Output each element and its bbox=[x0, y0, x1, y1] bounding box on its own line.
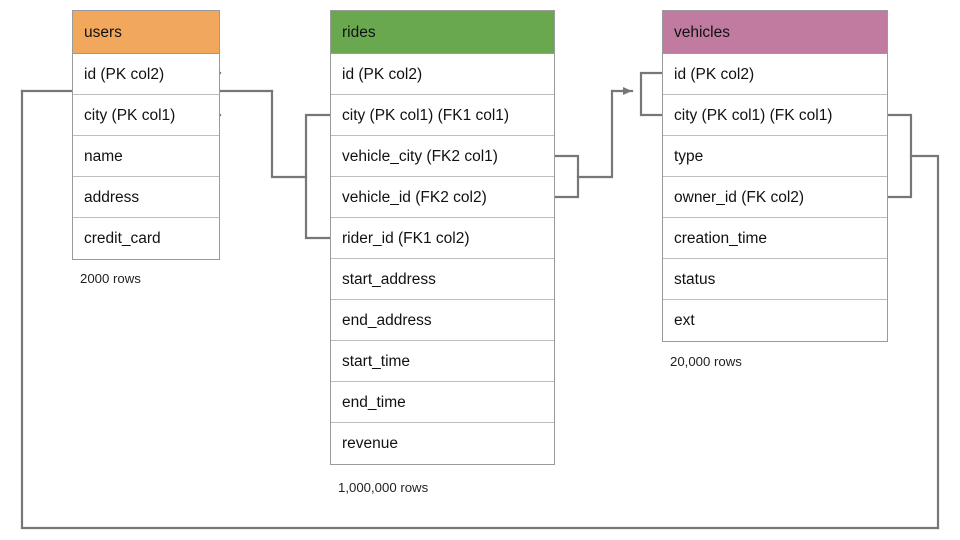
users-row-count: 2000 rows bbox=[80, 271, 141, 286]
field-users-id[interactable]: id (PK col2) bbox=[73, 54, 219, 95]
field-users-name[interactable]: name bbox=[73, 136, 219, 177]
field-rides-end-address[interactable]: end_address bbox=[331, 300, 554, 341]
field-users-credit-card[interactable]: credit_card bbox=[73, 218, 219, 259]
field-rides-vehicle-id[interactable]: vehicle_id (FK2 col2) bbox=[331, 177, 554, 218]
field-users-city[interactable]: city (PK col1) bbox=[73, 95, 219, 136]
connector-rides-fk1-users bbox=[210, 87, 332, 240]
field-vehicles-ext[interactable]: ext bbox=[663, 300, 887, 341]
field-rides-rider-id[interactable]: rider_id (FK1 col2) bbox=[331, 218, 554, 259]
entity-vehicles[interactable]: vehicles id (PK col2) city (PK col1) (FK… bbox=[662, 10, 888, 342]
field-rides-vehicle-city[interactable]: vehicle_city (FK2 col1) bbox=[331, 136, 554, 177]
field-vehicles-type[interactable]: type bbox=[663, 136, 887, 177]
vehicles-key-bracket bbox=[639, 71, 664, 117]
connector-rides-fk2-vehicles bbox=[553, 87, 634, 199]
field-rides-start-time[interactable]: start_time bbox=[331, 341, 554, 382]
field-rides-revenue[interactable]: revenue bbox=[331, 423, 554, 464]
field-vehicles-owner-id[interactable]: owner_id (FK col2) bbox=[663, 177, 887, 218]
field-rides-city[interactable]: city (PK col1) (FK1 col1) bbox=[331, 95, 554, 136]
entity-rides-title: rides bbox=[331, 11, 554, 54]
field-rides-id[interactable]: id (PK col2) bbox=[331, 54, 554, 95]
entity-vehicles-title: vehicles bbox=[663, 11, 887, 54]
vehicles-row-count: 20,000 rows bbox=[670, 354, 742, 369]
entity-rides[interactable]: rides id (PK col2) city (PK col1) (FK1 c… bbox=[330, 10, 555, 465]
entity-users[interactable]: users id (PK col2) city (PK col1) name a… bbox=[72, 10, 220, 260]
field-vehicles-status[interactable]: status bbox=[663, 259, 887, 300]
field-users-address[interactable]: address bbox=[73, 177, 219, 218]
field-vehicles-creation-time[interactable]: creation_time bbox=[663, 218, 887, 259]
entity-users-title: users bbox=[73, 11, 219, 54]
field-vehicles-id[interactable]: id (PK col2) bbox=[663, 54, 887, 95]
field-rides-end-time[interactable]: end_time bbox=[331, 382, 554, 423]
field-vehicles-city[interactable]: city (PK col1) (FK col1) bbox=[663, 95, 887, 136]
rides-row-count: 1,000,000 rows bbox=[338, 480, 429, 495]
field-rides-start-address[interactable]: start_address bbox=[331, 259, 554, 300]
